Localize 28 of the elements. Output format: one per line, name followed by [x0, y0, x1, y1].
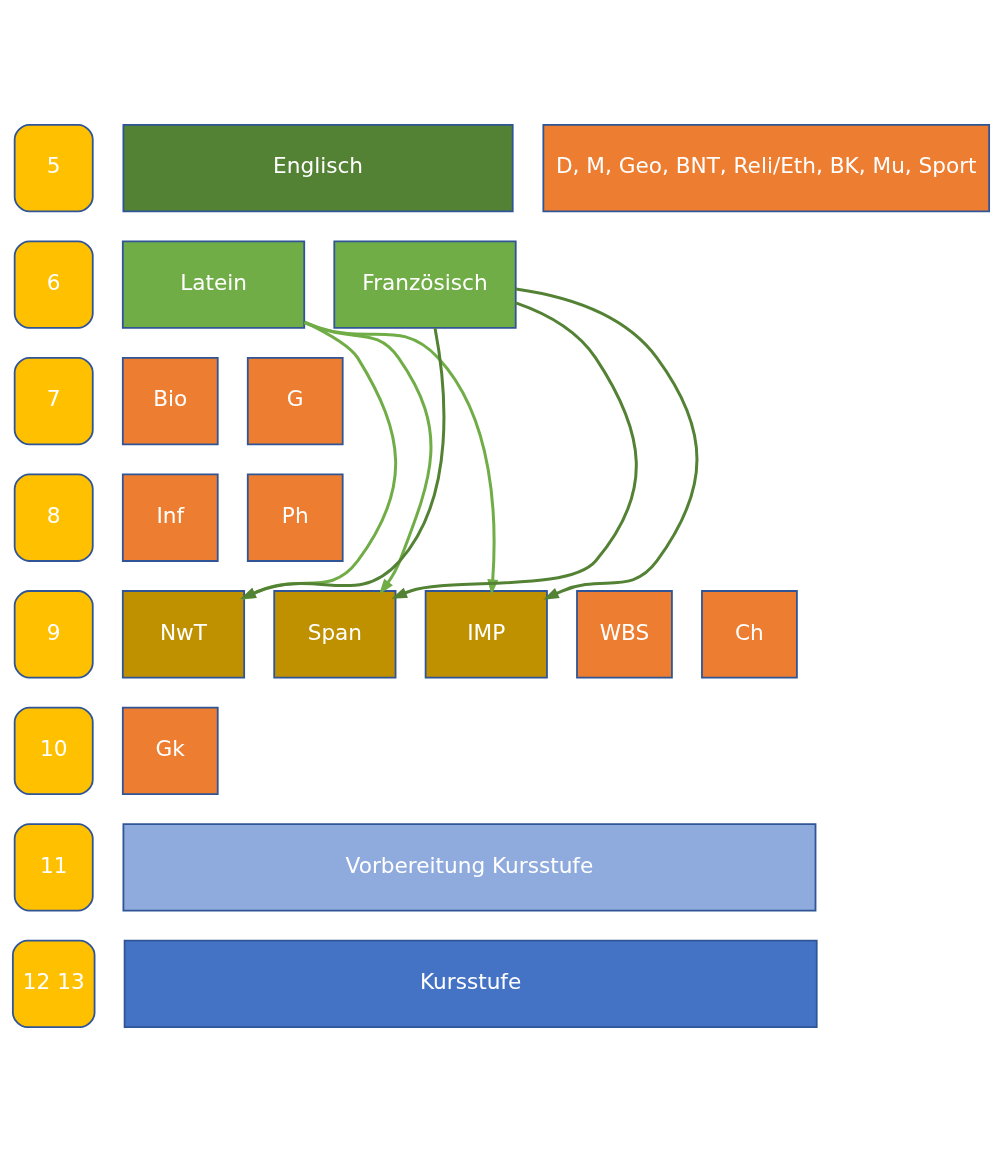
- arrow: [391, 300, 638, 599]
- arrow: [304, 320, 433, 594]
- node-box: IMP: [424, 589, 548, 678]
- node-box: NwT: [121, 589, 246, 678]
- node-box: Französisch: [333, 239, 517, 329]
- node-box: G: [246, 356, 344, 445]
- node-box: Gk: [121, 706, 219, 795]
- node-box: 10: [13, 706, 94, 795]
- node-box: Vorbereitung Kursstufe: [122, 822, 817, 912]
- node-box: 6: [13, 239, 94, 329]
- node-box: 7: [13, 356, 94, 445]
- node-box: Ch: [701, 589, 798, 678]
- arrow: [515, 287, 699, 600]
- arrow: [240, 327, 446, 599]
- node-box: Englisch: [122, 123, 514, 212]
- node-box: D, M, Geo, BNT, Reli/Eth, BK, Mu, Sport: [542, 123, 991, 212]
- node-box: Inf: [121, 473, 219, 562]
- node-box: 12 13: [11, 939, 96, 1028]
- node-box: WBS: [576, 589, 673, 678]
- node-box: 11: [13, 822, 94, 912]
- node-box: Ph: [246, 473, 344, 562]
- node-box: Kursstufe: [123, 939, 818, 1028]
- node-box: Bio: [121, 356, 219, 445]
- node-box: 9: [13, 589, 94, 678]
- node-box: 5: [13, 123, 94, 212]
- node-box: Span: [273, 589, 397, 678]
- node-box: Latein: [121, 239, 306, 329]
- node-box: 8: [13, 473, 94, 562]
